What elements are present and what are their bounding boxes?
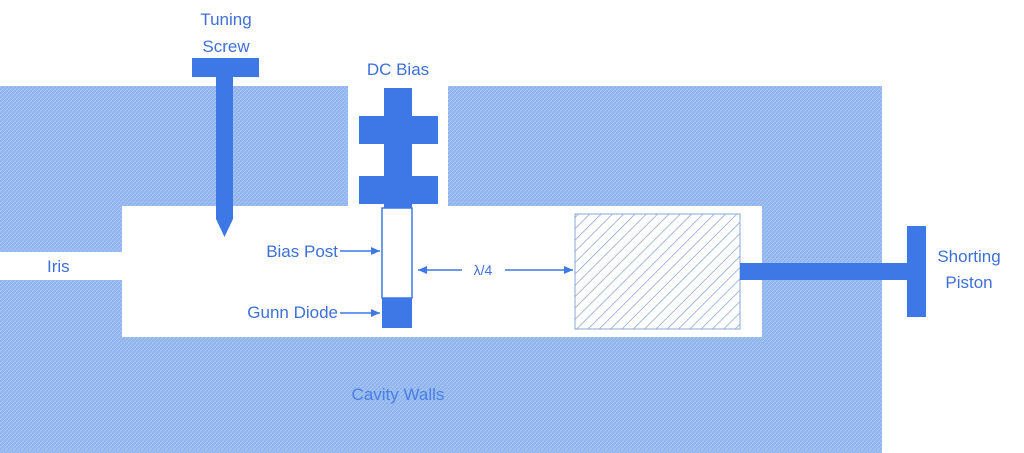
iris-label: Iris [47,257,70,276]
gunn-diode [382,298,412,328]
tuning-screw-label-line2: Screw [202,37,250,56]
lambda-label: λ/4 [474,262,493,278]
bias-post-label: Bias Post [266,242,338,261]
bias-post [381,207,413,299]
shorting-piston-label-line1: Shorting [937,247,1000,266]
cavity-walls-label: Cavity Walls [352,385,445,404]
cavity-wall-right [448,86,882,453]
shorting-piston-label-line2: Piston [945,273,992,292]
dc-bias-connector [359,88,438,208]
tuning-screw-label-line1: Tuning [200,10,251,29]
gunn-diode-label: Gunn Diode [247,303,338,322]
tuning-screw [192,58,259,237]
dc-bias-label: DC Bias [367,60,429,79]
tuning-short-block [574,213,741,330]
shorting-piston [740,226,926,317]
